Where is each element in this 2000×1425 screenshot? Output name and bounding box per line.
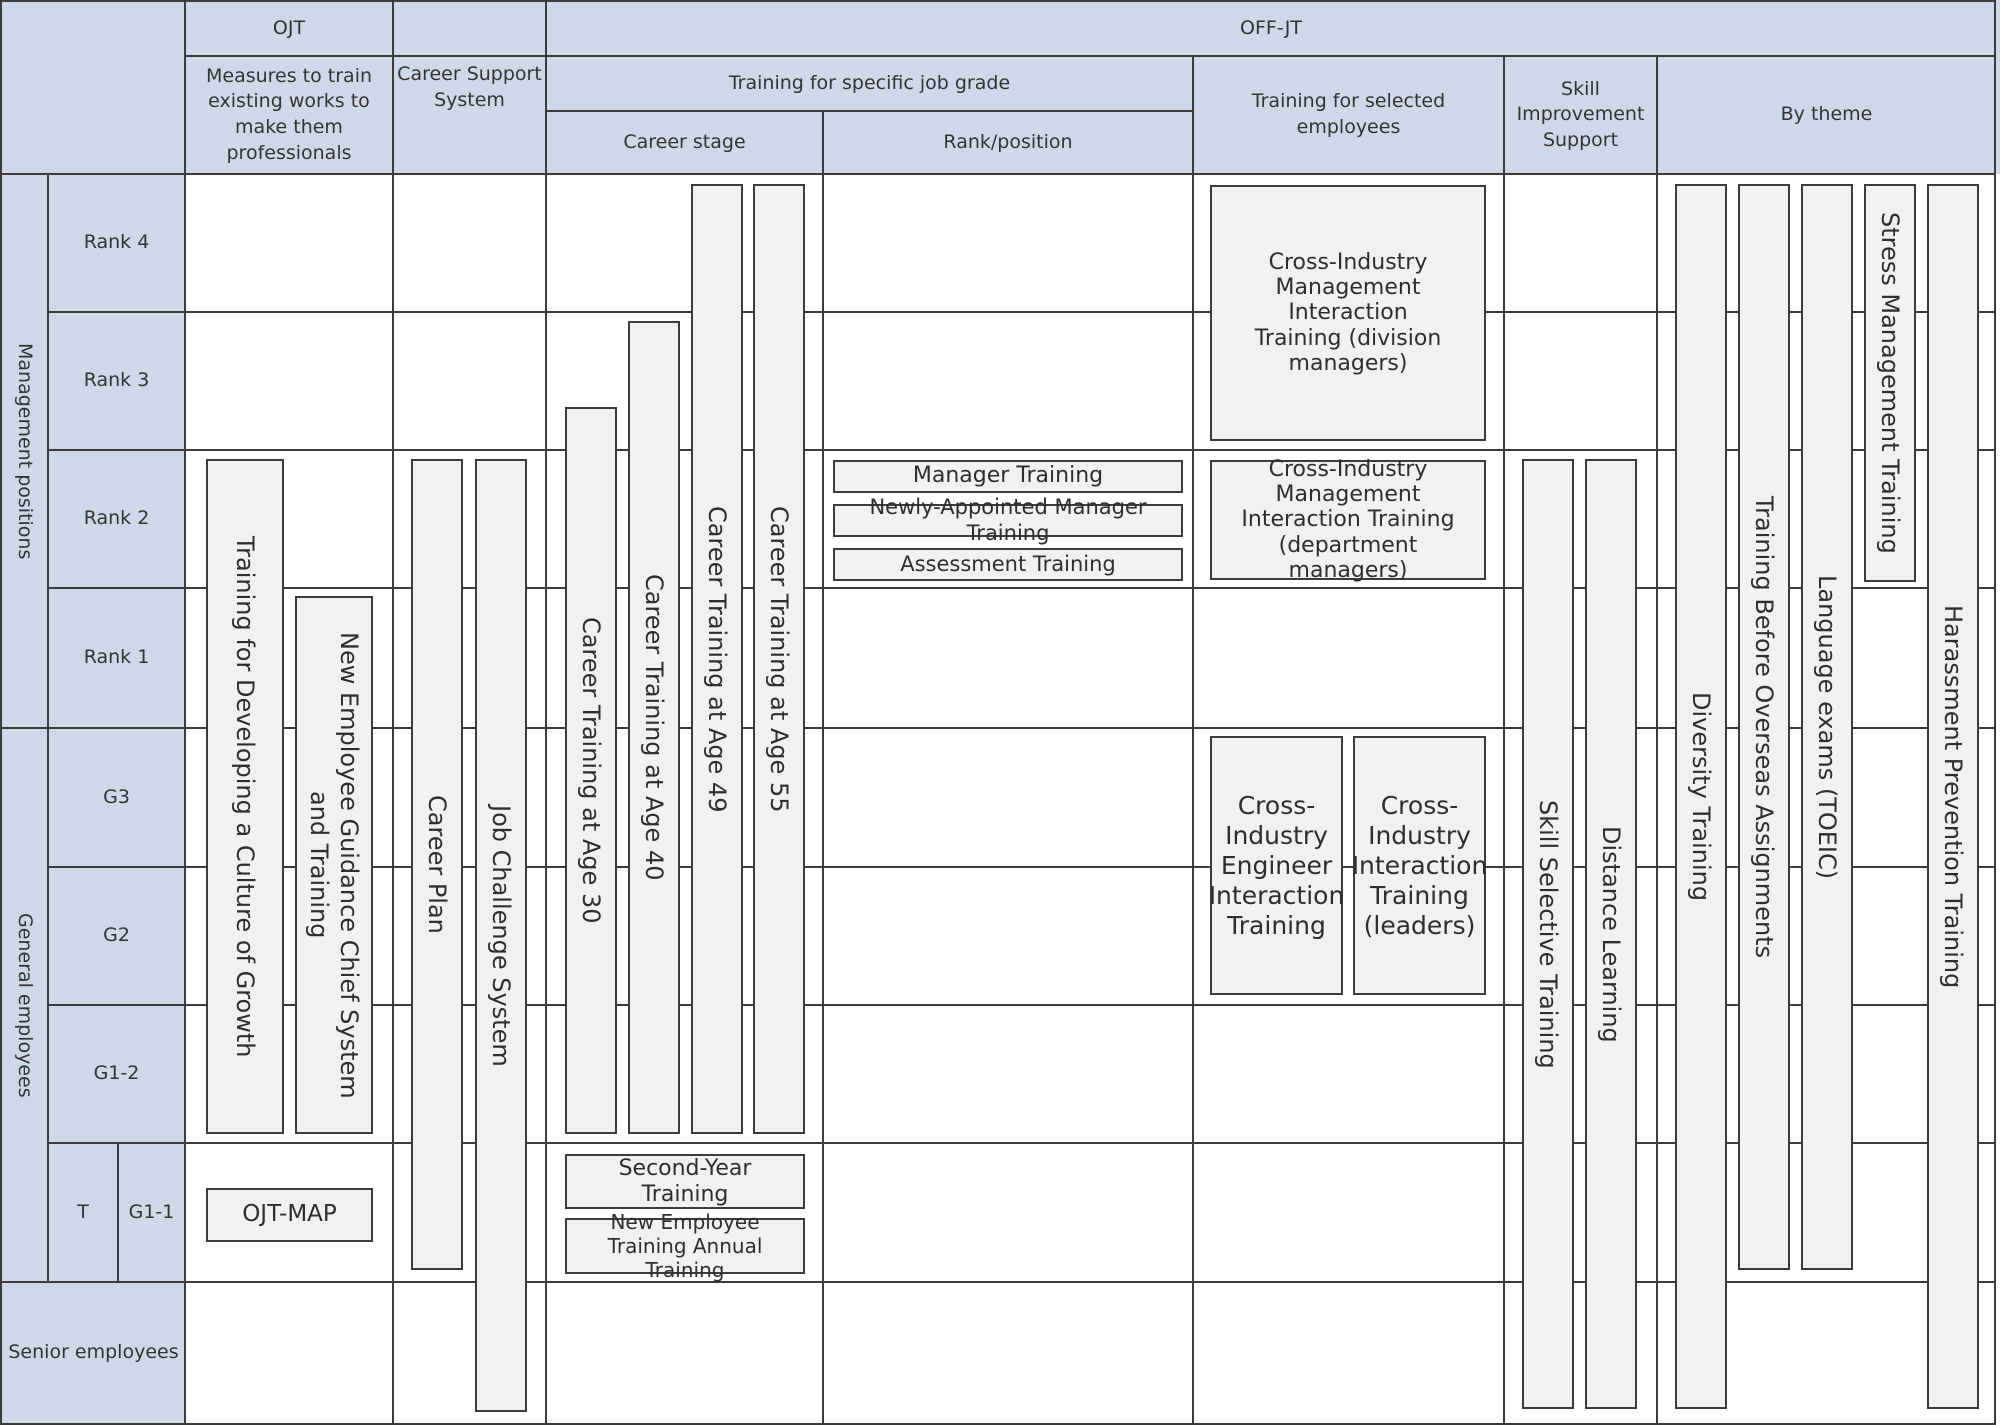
grid-col-line bbox=[1656, 55, 1658, 1425]
job-challenge-system-box: Job Challenge System bbox=[475, 459, 527, 1412]
career-training-age-40-box: Career Training at Age 40 bbox=[628, 321, 680, 1134]
second-year-training-box: Second-Year Training bbox=[565, 1154, 805, 1209]
header-background bbox=[0, 0, 2000, 174]
grid-header-line bbox=[0, 173, 1996, 175]
grid-border-bottom bbox=[0, 1423, 1996, 1425]
new-employee-training-box: New Employee Training Annual Training bbox=[565, 1210, 805, 1282]
header-selected-employees: Training for selected employees bbox=[1251, 90, 1446, 138]
cross-industry-division-managers-box: Cross-Industry Management Interaction Tr… bbox=[1210, 185, 1486, 441]
grid-header-line bbox=[185, 55, 1994, 57]
distance-learning-box: Distance Learning bbox=[1585, 459, 1637, 1409]
row-g1-1: G1-1 bbox=[128, 1200, 175, 1223]
skill-selective-training-box: Skill Selective Training bbox=[1522, 459, 1574, 1409]
row-t: T bbox=[77, 1200, 89, 1223]
grid-row-line bbox=[48, 311, 1994, 313]
grid-label-line bbox=[47, 174, 49, 1282]
row-rank-1: Rank 1 bbox=[83, 646, 150, 669]
grid-col-line bbox=[1192, 55, 1194, 1425]
header-skill-improvement-support: Skill Improvement Support bbox=[1516, 77, 1645, 151]
header-ojt-measures: Measures to train existing works to make… bbox=[205, 64, 373, 164]
grid-row-line bbox=[48, 866, 1994, 868]
grid-col-line bbox=[1503, 55, 1505, 1425]
career-training-age-30-box: Career Training at Age 30 bbox=[565, 407, 617, 1134]
row-label-background bbox=[0, 174, 185, 1425]
header-career-support-system: Career Support System bbox=[397, 63, 542, 111]
header-rank-position: Rank/position bbox=[943, 130, 1073, 153]
career-training-age-55-box: Career Training at Age 55 bbox=[753, 184, 805, 1134]
cross-industry-department-managers-box: Cross-Industry Management Interaction Tr… bbox=[1210, 457, 1486, 583]
assessment-training-box: Assessment Training bbox=[833, 548, 1183, 581]
header-career-stage: Career stage bbox=[623, 130, 746, 153]
culture-of-growth-training-box: Training for Developing a Culture of Gro… bbox=[206, 459, 284, 1134]
header-off-jt: OFF-JT bbox=[1240, 17, 1302, 40]
newly-appointed-manager-training-box: Newly-Appointed Manager Training bbox=[833, 495, 1183, 545]
grid-col-line bbox=[545, 0, 547, 1425]
language-exams-box: Language exams (TOEIC) bbox=[1801, 184, 1853, 1270]
grid-col-line bbox=[184, 0, 186, 1425]
row-rank-3: Rank 3 bbox=[83, 369, 150, 392]
harassment-prevention-training-box: Harassment Prevention Training bbox=[1927, 184, 1979, 1409]
guidance-chief-system-box: New Employee Guidance Chief System and T… bbox=[295, 596, 373, 1134]
grid-row-line bbox=[0, 727, 48, 729]
grid-row-line bbox=[48, 1142, 1994, 1144]
header-training-job-grade: Training for specific job grade bbox=[728, 71, 1011, 94]
overseas-assignments-training-box: Training Before Overseas Assignments bbox=[1738, 184, 1790, 1270]
grid-row-line bbox=[48, 1004, 1994, 1006]
manager-training-box: Manager Training bbox=[833, 460, 1183, 493]
row-group-management-positions: Management positions bbox=[14, 342, 36, 560]
grid-col-line bbox=[822, 110, 824, 1425]
cross-industry-leaders-box: Cross-Industry Interaction Training (lea… bbox=[1352, 736, 1487, 995]
grid-row-line bbox=[48, 727, 1994, 729]
row-rank-4: Rank 4 bbox=[83, 231, 150, 254]
grid-header-line bbox=[546, 110, 1193, 112]
diversity-training-box: Diversity Training bbox=[1675, 184, 1727, 1409]
grid-col-line bbox=[392, 0, 394, 1425]
grid-label-line bbox=[117, 1143, 119, 1282]
career-training-age-49-box: Career Training at Age 49 bbox=[691, 184, 743, 1134]
grid-row-line bbox=[48, 449, 1994, 451]
ojt-map-box: OJT-MAP bbox=[206, 1188, 373, 1242]
row-rank-2: Rank 2 bbox=[83, 507, 150, 530]
row-g3: G3 bbox=[103, 785, 130, 808]
row-group-general-employees: General employees bbox=[14, 912, 36, 1098]
grid-border-right bbox=[1994, 0, 1996, 1425]
grid-row-line bbox=[48, 587, 1994, 589]
grid-border-left bbox=[0, 0, 2, 1425]
row-g1-2: G1-2 bbox=[93, 1062, 140, 1085]
row-g2: G2 bbox=[103, 924, 130, 947]
career-plan-box: Career Plan bbox=[411, 459, 463, 1270]
header-by-theme: By theme bbox=[1780, 103, 1873, 126]
cross-industry-engineer-box: Cross-Industry Engineer Interaction Trai… bbox=[1209, 736, 1344, 995]
grid-row-line bbox=[0, 1281, 1996, 1283]
row-senior-employees: Senior employees bbox=[8, 1340, 179, 1363]
header-ojt: OJT bbox=[272, 17, 306, 40]
stress-management-training-box: Stress Management Training bbox=[1864, 184, 1916, 582]
grid-border-top bbox=[0, 0, 1996, 2]
